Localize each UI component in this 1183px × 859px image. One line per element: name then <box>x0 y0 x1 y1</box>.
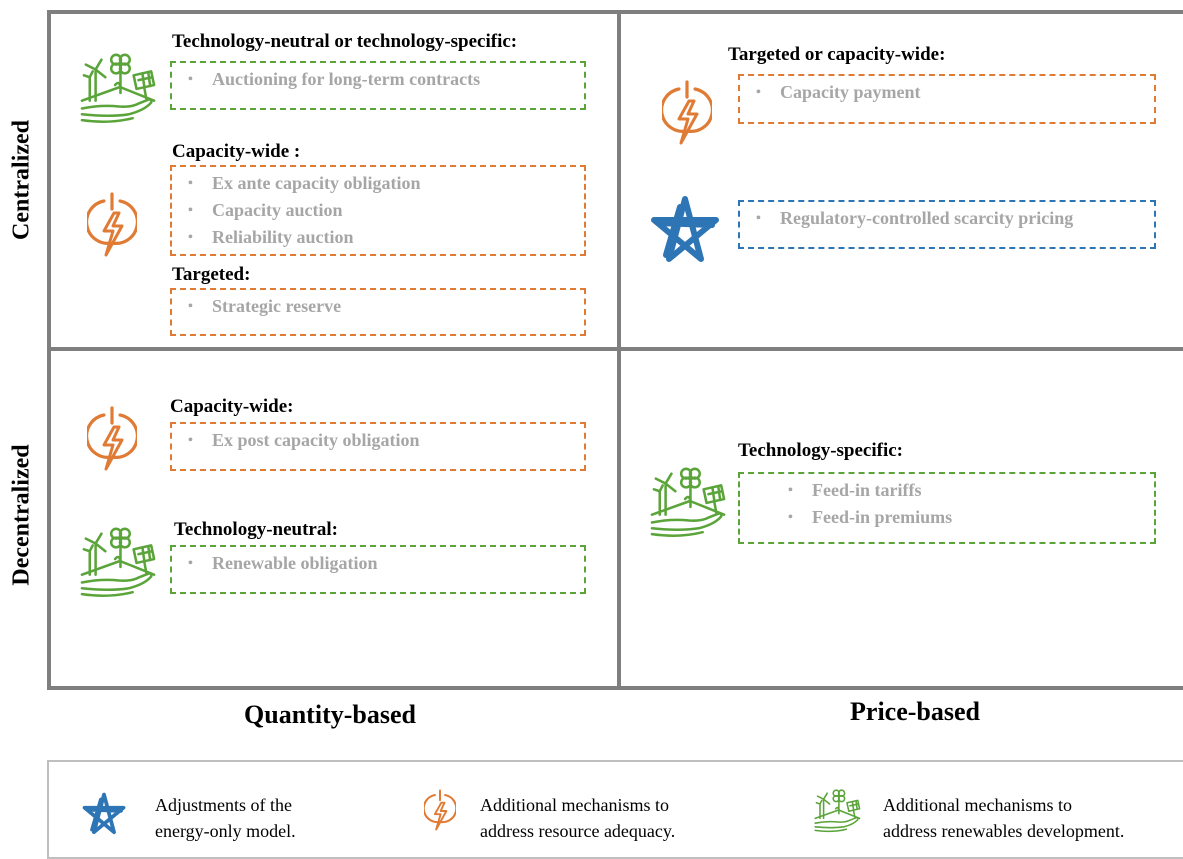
star-icon <box>650 195 720 265</box>
heading-technology-neutral: Technology-neutral: <box>174 519 338 540</box>
legend-bolt-line1: Additional mechanisms to <box>480 795 669 815</box>
list-item: • Renewable obligation <box>188 550 584 577</box>
lightning-bolt-icon <box>662 78 712 150</box>
item-regulatory-scarcity-pricing: Regulatory-controlled scarcity pricing <box>780 208 1074 228</box>
item-auctioning-long-term: Auctioning for long-term contracts <box>212 69 481 89</box>
item-reliability-auction: Reliability auction <box>212 227 354 247</box>
legend-star-text: Adjustments of the energy-only model. <box>155 792 296 844</box>
legend-star-line1: Adjustments of the <box>155 795 292 815</box>
column-label-price-based: Price-based <box>850 697 980 726</box>
legend-bolt-text: Additional mechanisms to address resourc… <box>480 792 675 844</box>
legend-renew-line1: Additional mechanisms to <box>883 795 1072 815</box>
renewables-icon <box>650 462 728 540</box>
heading-targeted: Targeted: <box>172 264 251 285</box>
bullet-dot: • <box>788 483 793 498</box>
bullet-dot: • <box>756 211 761 226</box>
legend-renew-line2: address renewables development. <box>883 821 1125 841</box>
legend <box>47 760 1183 859</box>
list-item: • Capacity payment <box>756 79 1154 106</box>
legend-renew-text: Additional mechanisms to address renewab… <box>883 792 1124 844</box>
item-strategic-reserve: Strategic reserve <box>212 296 342 316</box>
renewables-icon <box>80 48 158 126</box>
heading-targeted-or-capacity-wide: Targeted or capacity-wide: <box>728 44 946 65</box>
list-item: • Ex ante capacity obligation <box>188 170 584 197</box>
box-ex-post-obligation: • Ex post capacity obligation <box>170 422 586 471</box>
row-divider <box>47 347 1183 351</box>
list-item: • Strategic reserve <box>188 293 584 320</box>
list-item: • Ex post capacity obligation <box>188 427 584 454</box>
box-scarcity-pricing: • Regulatory-controlled scarcity pricing <box>738 200 1156 249</box>
item-capacity-payment: Capacity payment <box>780 82 921 102</box>
item-ex-post-obligation: Ex post capacity obligation <box>212 430 420 450</box>
bullet-dot: • <box>188 203 193 218</box>
star-icon <box>82 792 126 836</box>
bullet-dot: • <box>188 556 193 571</box>
heading-capacity-wide-decentralized: Capacity-wide: <box>170 396 294 417</box>
legend-star-line2: energy-only model. <box>155 821 296 841</box>
lightning-bolt-icon <box>87 190 137 262</box>
item-capacity-auction: Capacity auction <box>212 200 343 220</box>
bullet-dot: • <box>188 433 193 448</box>
legend-bolt-line2: address resource adequacy. <box>480 821 676 841</box>
list-item: • Feed-in tariffs <box>788 477 1154 504</box>
list-item: • Reliability auction <box>188 224 584 251</box>
list-item: • Capacity auction <box>188 197 584 224</box>
heading-technology-specific: Technology-specific: <box>738 440 904 461</box>
item-feed-in-premiums: Feed-in premiums <box>812 507 953 527</box>
bullet-dot: • <box>788 510 793 525</box>
item-feed-in-tariffs: Feed-in tariffs <box>812 480 922 500</box>
lightning-bolt-icon <box>87 404 137 476</box>
item-ex-ante-obligation: Ex ante capacity obligation <box>212 173 421 193</box>
list-item: • Auctioning for long-term contracts <box>188 66 584 93</box>
lightning-bolt-icon <box>424 788 456 834</box>
heading-technology-neutral-or-specific: Technology-neutral or technology-specifi… <box>172 31 518 52</box>
list-item: • Regulatory-controlled scarcity pricing <box>756 205 1154 232</box>
column-label-quantity-based: Quantity-based <box>244 700 416 729</box>
bullet-dot: • <box>188 72 193 87</box>
bullet-dot: • <box>188 230 193 245</box>
bullet-dot: • <box>188 176 193 191</box>
box-renewable-obligation: • Renewable obligation <box>170 545 586 594</box>
list-item: • Feed-in premiums <box>788 504 1154 531</box>
renewables-icon <box>80 522 158 600</box>
item-renewable-obligation: Renewable obligation <box>212 553 378 573</box>
box-capacity-payment: • Capacity payment <box>738 74 1156 124</box>
renewables-icon <box>814 786 862 834</box>
heading-capacity-wide: Capacity-wide : <box>172 141 301 162</box>
box-feed-in-mechanisms: • Feed-in tariffs • Feed-in premiums <box>738 472 1156 544</box>
row-label-centralized: Centralized <box>8 120 35 240</box>
box-auctioning: • Auctioning for long-term contracts <box>170 61 586 110</box>
bullet-dot: • <box>188 299 193 314</box>
box-strategic-reserve: • Strategic reserve <box>170 288 586 336</box>
bullet-dot: • <box>756 85 761 100</box>
row-label-decentralized: Decentralized <box>8 444 35 586</box>
box-capacity-wide-mechanisms: • Ex ante capacity obligation • Capacity a… <box>170 165 586 256</box>
